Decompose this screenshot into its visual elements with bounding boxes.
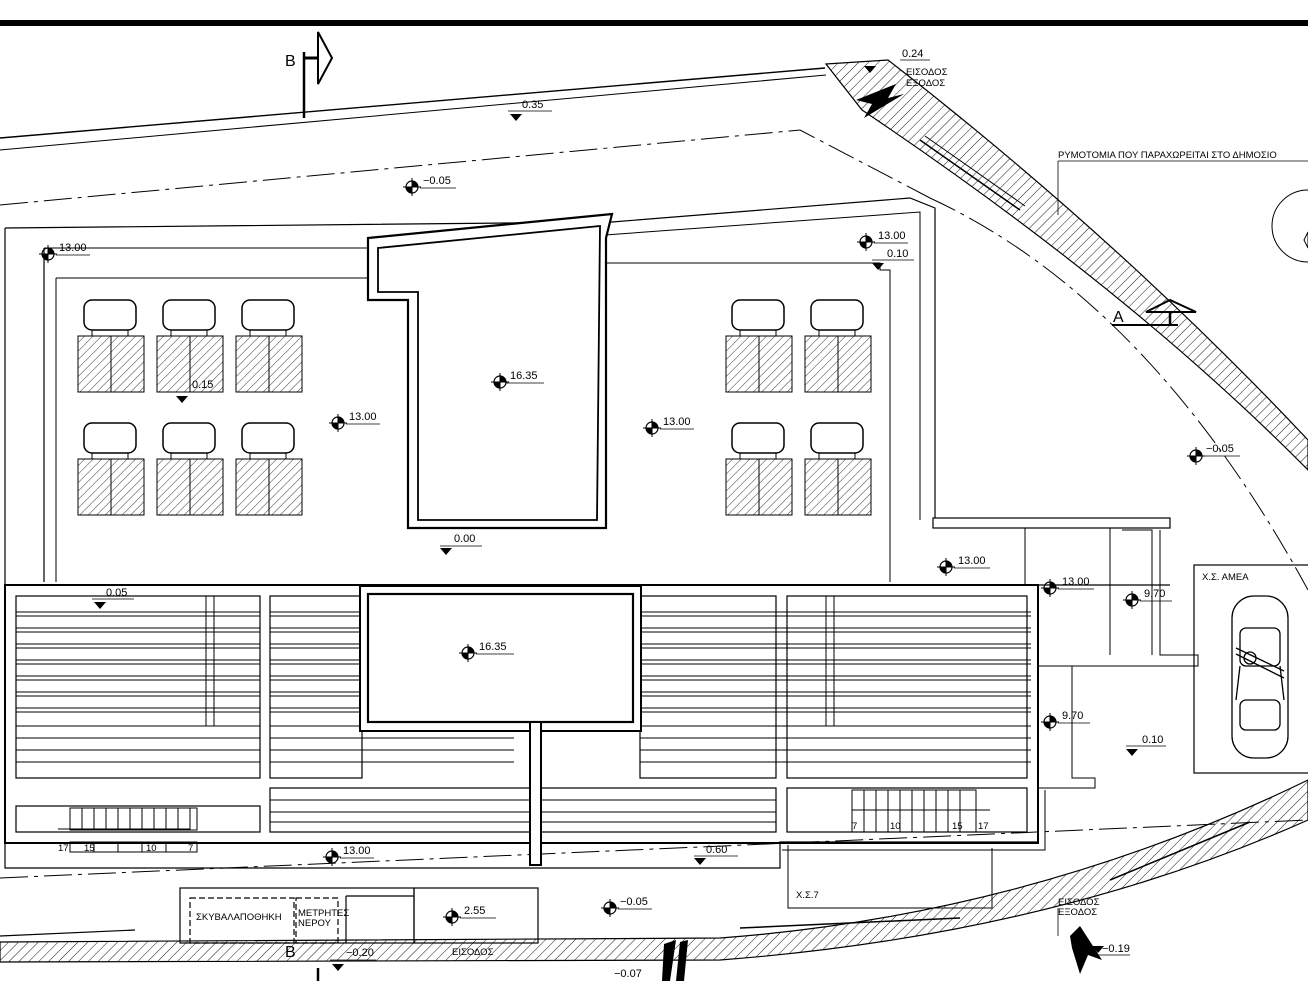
entrance-top-label: ΕΙΣΟΔΟΣ <box>906 67 948 78</box>
section-label-b-top: B <box>285 53 296 70</box>
level-1300-ramp: 13.00 <box>958 555 986 567</box>
level-m005-bottom: −0.05 <box>620 896 648 908</box>
section-label-b-bottom: B <box>285 944 296 961</box>
exit-bottom-label: ΕΞΟΔΟΣ <box>1058 907 1097 918</box>
level-m019: −0.19 <box>1102 943 1130 955</box>
level-970-a: 9.70 <box>1144 588 1165 600</box>
level-1300-left: 13.00 <box>59 242 87 254</box>
parking-left <box>77 299 303 516</box>
water-meters-label-1: ΜΕΤΡΗΤΕΣ <box>298 908 349 919</box>
hatched-embankment-top <box>824 59 1308 471</box>
level-m020: −0.20 <box>346 947 374 959</box>
waste-storage-label: ΣΚΥΒΑΛΑΠΟΘΗΚΗ <box>196 912 282 923</box>
level-970-b: 9.70 <box>1062 710 1083 722</box>
level-035: 0.35 <box>522 99 543 111</box>
exit-top-label: ΕΞΟΔΟΣ <box>906 78 945 89</box>
level-1300-bottom: 13.00 <box>343 845 371 857</box>
level-1300-mid-right: 13.00 <box>663 416 691 428</box>
entrance-arrow-street <box>662 940 688 981</box>
stair-left-7: 7 <box>188 843 193 854</box>
level-m005-top: −0.05 <box>423 175 451 187</box>
level-015: 0.15 <box>192 379 213 391</box>
level-m005-right: −0.05 <box>1206 443 1234 455</box>
level-255: 2.55 <box>464 905 485 917</box>
level-024: 0.24 <box>902 48 923 60</box>
sheet-border <box>0 20 1308 26</box>
accessible-parking-label: Χ.Σ. ΑΜΕΑ <box>1202 572 1249 583</box>
level-1300-right-top: 13.00 <box>878 230 906 242</box>
section-label-a: A <box>1113 309 1124 326</box>
parking-spot-7-label: Χ.Σ.7 <box>796 890 819 901</box>
entrance-street-label: ΕΙΣΟΔΟΣ <box>452 947 494 958</box>
stair-right-15: 15 <box>952 821 963 832</box>
level-1300-mid-left: 13.00 <box>349 411 377 423</box>
road-alignment-note: ΡΥΜΟΤΟΜΙΑ ΠΟΥ ΠΑΡΑΧΩΡΕΙΤΑΙ ΣΤΟ ΔΗΜΟΣΙΟ <box>1058 150 1277 161</box>
section-marker-a <box>1112 298 1197 326</box>
stair-right-10: 10 <box>890 821 901 832</box>
entrance-bottom-label: ΕΙΣΟΔΟΣ <box>1058 897 1100 908</box>
stair-number-labels: 17 15 10 7 7 10 15 17 <box>58 821 989 854</box>
tower-roof-outline <box>366 212 614 530</box>
stair-right-17: 17 <box>978 821 989 832</box>
accessible-parking-space <box>1193 564 1308 774</box>
stair-right-7: 7 <box>852 821 857 832</box>
building-outline <box>4 197 1199 909</box>
level-010-right: 0.10 <box>1142 734 1163 746</box>
level-010-top: 0.10 <box>887 248 908 260</box>
ancillary-rooms <box>179 887 539 944</box>
entrance-arrow-bottom <box>1070 926 1102 974</box>
level-labels: 0.24 0.35 −0.05 13.00 13.00 0.10 16.35 0… <box>59 48 1234 980</box>
level-1635-pool: 16.35 <box>479 641 507 653</box>
level-005: 0.05 <box>106 587 127 599</box>
level-1635-tower: 16.35 <box>510 370 538 382</box>
entrance-arrow-top <box>856 84 904 118</box>
level-underlines <box>56 59 1240 961</box>
stair-left <box>58 807 198 853</box>
parking-right <box>725 299 872 516</box>
section-marker-b-top <box>302 31 334 118</box>
water-meters-label-2: ΝΕΡΟΥ <box>298 918 332 929</box>
stair-right <box>851 789 990 833</box>
level-1300-core: 13.00 <box>1062 576 1090 588</box>
level-symbols <box>38 177 1206 927</box>
level-m007: −0.07 <box>614 968 642 980</box>
property-boundary <box>0 67 1308 879</box>
hatched-embankment-bottom <box>0 779 1308 963</box>
stair-left-15: 15 <box>84 843 95 854</box>
stair-left-17: 17 <box>58 843 69 854</box>
level-000: 0.00 <box>454 533 475 545</box>
annotation-labels: ΕΙΣΟΔΟΣ ΕΞΟΔΟΣ ΕΙΣΟΔΟΣ ΕΞΟΔΟΣ ΕΙΣΟΔΟΣ ΡΥ… <box>196 67 1277 958</box>
lower-building-band <box>4 584 1039 844</box>
level-060: 0.60 <box>706 844 727 856</box>
stair-left-10: 10 <box>146 843 157 854</box>
